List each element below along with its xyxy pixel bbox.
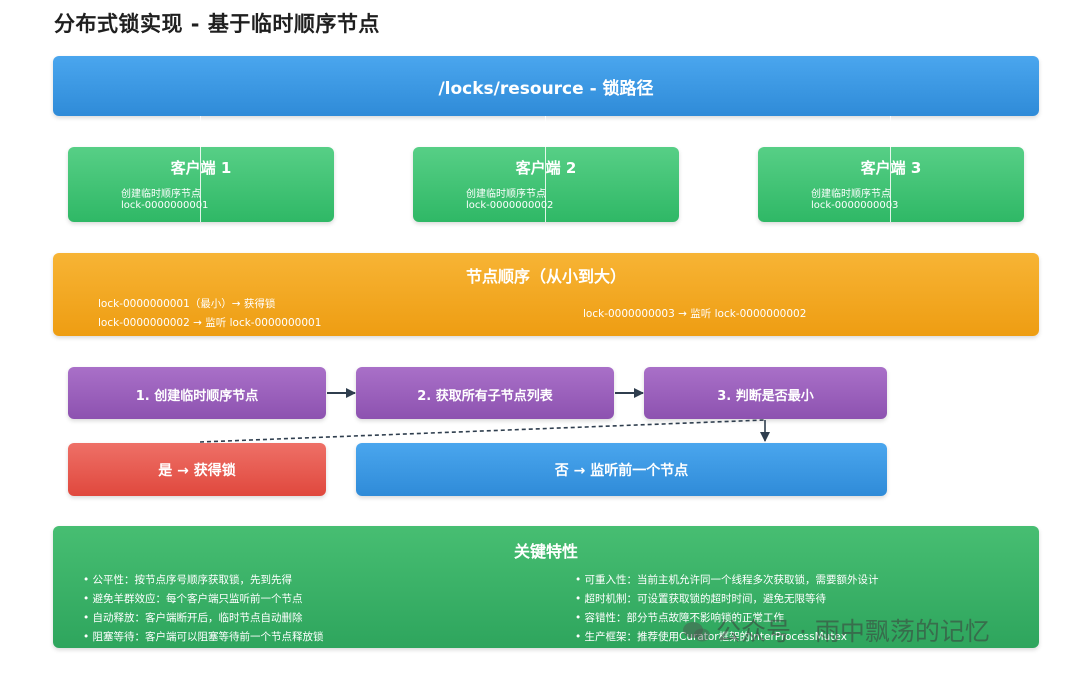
page-title: 分布式锁实现 - 基于临时顺序节点 xyxy=(54,12,380,36)
feature-item: • 超时机制：可设置获取锁的超时时间，避免无限等待 xyxy=(575,593,827,605)
client-box-3: 客户端 3 创建临时顺序节点 lock-0000000003 xyxy=(758,147,1024,222)
key-features-title: 关键特性 xyxy=(513,542,578,561)
node-order-box: 节点顺序（从小到大） lock-0000000001（最小）→ 获得锁 lock… xyxy=(53,253,1039,336)
client-node: lock-0000000001 xyxy=(121,200,209,211)
feature-item: • 可重入性：当前主机允许同一个线程多次获取锁，需要额外设计 xyxy=(575,574,879,586)
client-action: 创建临时顺序节点 xyxy=(466,189,546,200)
order-line-2: lock-0000000002 → 监听 lock-0000000001 xyxy=(98,317,322,329)
client-node: lock-0000000002 xyxy=(466,200,554,211)
feature-item: • 阻塞等待：客户端可以阻塞等待前一个节点释放锁 xyxy=(83,631,324,643)
client-action: 创建临时顺序节点 xyxy=(121,189,201,200)
order-line-3: lock-0000000003 → 监听 lock-0000000002 xyxy=(583,308,807,320)
client-node: lock-0000000003 xyxy=(811,200,899,211)
step-create-node: 1. 创建临时顺序节点 xyxy=(68,367,326,419)
client-action: 创建临时顺序节点 xyxy=(811,189,891,200)
watermark-text: 公众号 · 雨中飘荡的记忆 xyxy=(716,617,990,646)
feature-item: • 生产框架：推荐使用Curator框架的InterProcessMutex xyxy=(575,631,847,643)
connector-line xyxy=(890,116,891,222)
feature-item: • 公平性：按节点序号顺序获取锁，先到先得 xyxy=(83,574,293,586)
key-features-box: 关键特性 • 公平性：按节点序号顺序获取锁，先到先得 • 避免羊群效应：每个客户… xyxy=(53,526,1039,648)
outcome-yes-label: 是 → 获得锁 xyxy=(158,463,236,479)
feature-item: • 自动释放：客户端断开后，临时节点自动删除 xyxy=(83,612,303,624)
feature-item: • 避免羊群效应：每个客户端只监听前一个节点 xyxy=(83,593,303,605)
feature-item: • 容错性：部分节点故障不影响锁的正常工作 xyxy=(575,612,785,624)
outcome-no-label: 否 → 监听前一个节点 xyxy=(554,463,689,479)
dashed-connector xyxy=(199,419,766,443)
connector-line xyxy=(545,116,546,222)
step-check-smallest: 3. 判断是否最小 xyxy=(644,367,887,419)
client-box-2: 客户端 2 创建临时顺序节点 lock-0000000002 xyxy=(413,147,679,222)
connector-line xyxy=(200,116,201,222)
wechat-icon xyxy=(683,622,710,642)
step-label: 3. 判断是否最小 xyxy=(717,389,814,404)
outcome-no-box: 否 → 监听前一个节点 xyxy=(356,443,887,496)
node-order-title: 节点顺序（从小到大） xyxy=(465,267,626,286)
step-label: 1. 创建临时顺序节点 xyxy=(135,389,259,404)
lock-path-box: /locks/resource - 锁路径 xyxy=(53,56,1039,116)
step-get-children: 2. 获取所有子节点列表 xyxy=(356,367,614,419)
order-line-1: lock-0000000001（最小）→ 获得锁 xyxy=(98,298,276,310)
step-label: 2. 获取所有子节点列表 xyxy=(417,389,553,404)
lock-path-label: /locks/resource - 锁路径 xyxy=(438,79,654,99)
outcome-yes-box: 是 → 获得锁 xyxy=(68,443,326,496)
client-box-1: 客户端 1 创建临时顺序节点 lock-0000000001 xyxy=(68,147,334,222)
